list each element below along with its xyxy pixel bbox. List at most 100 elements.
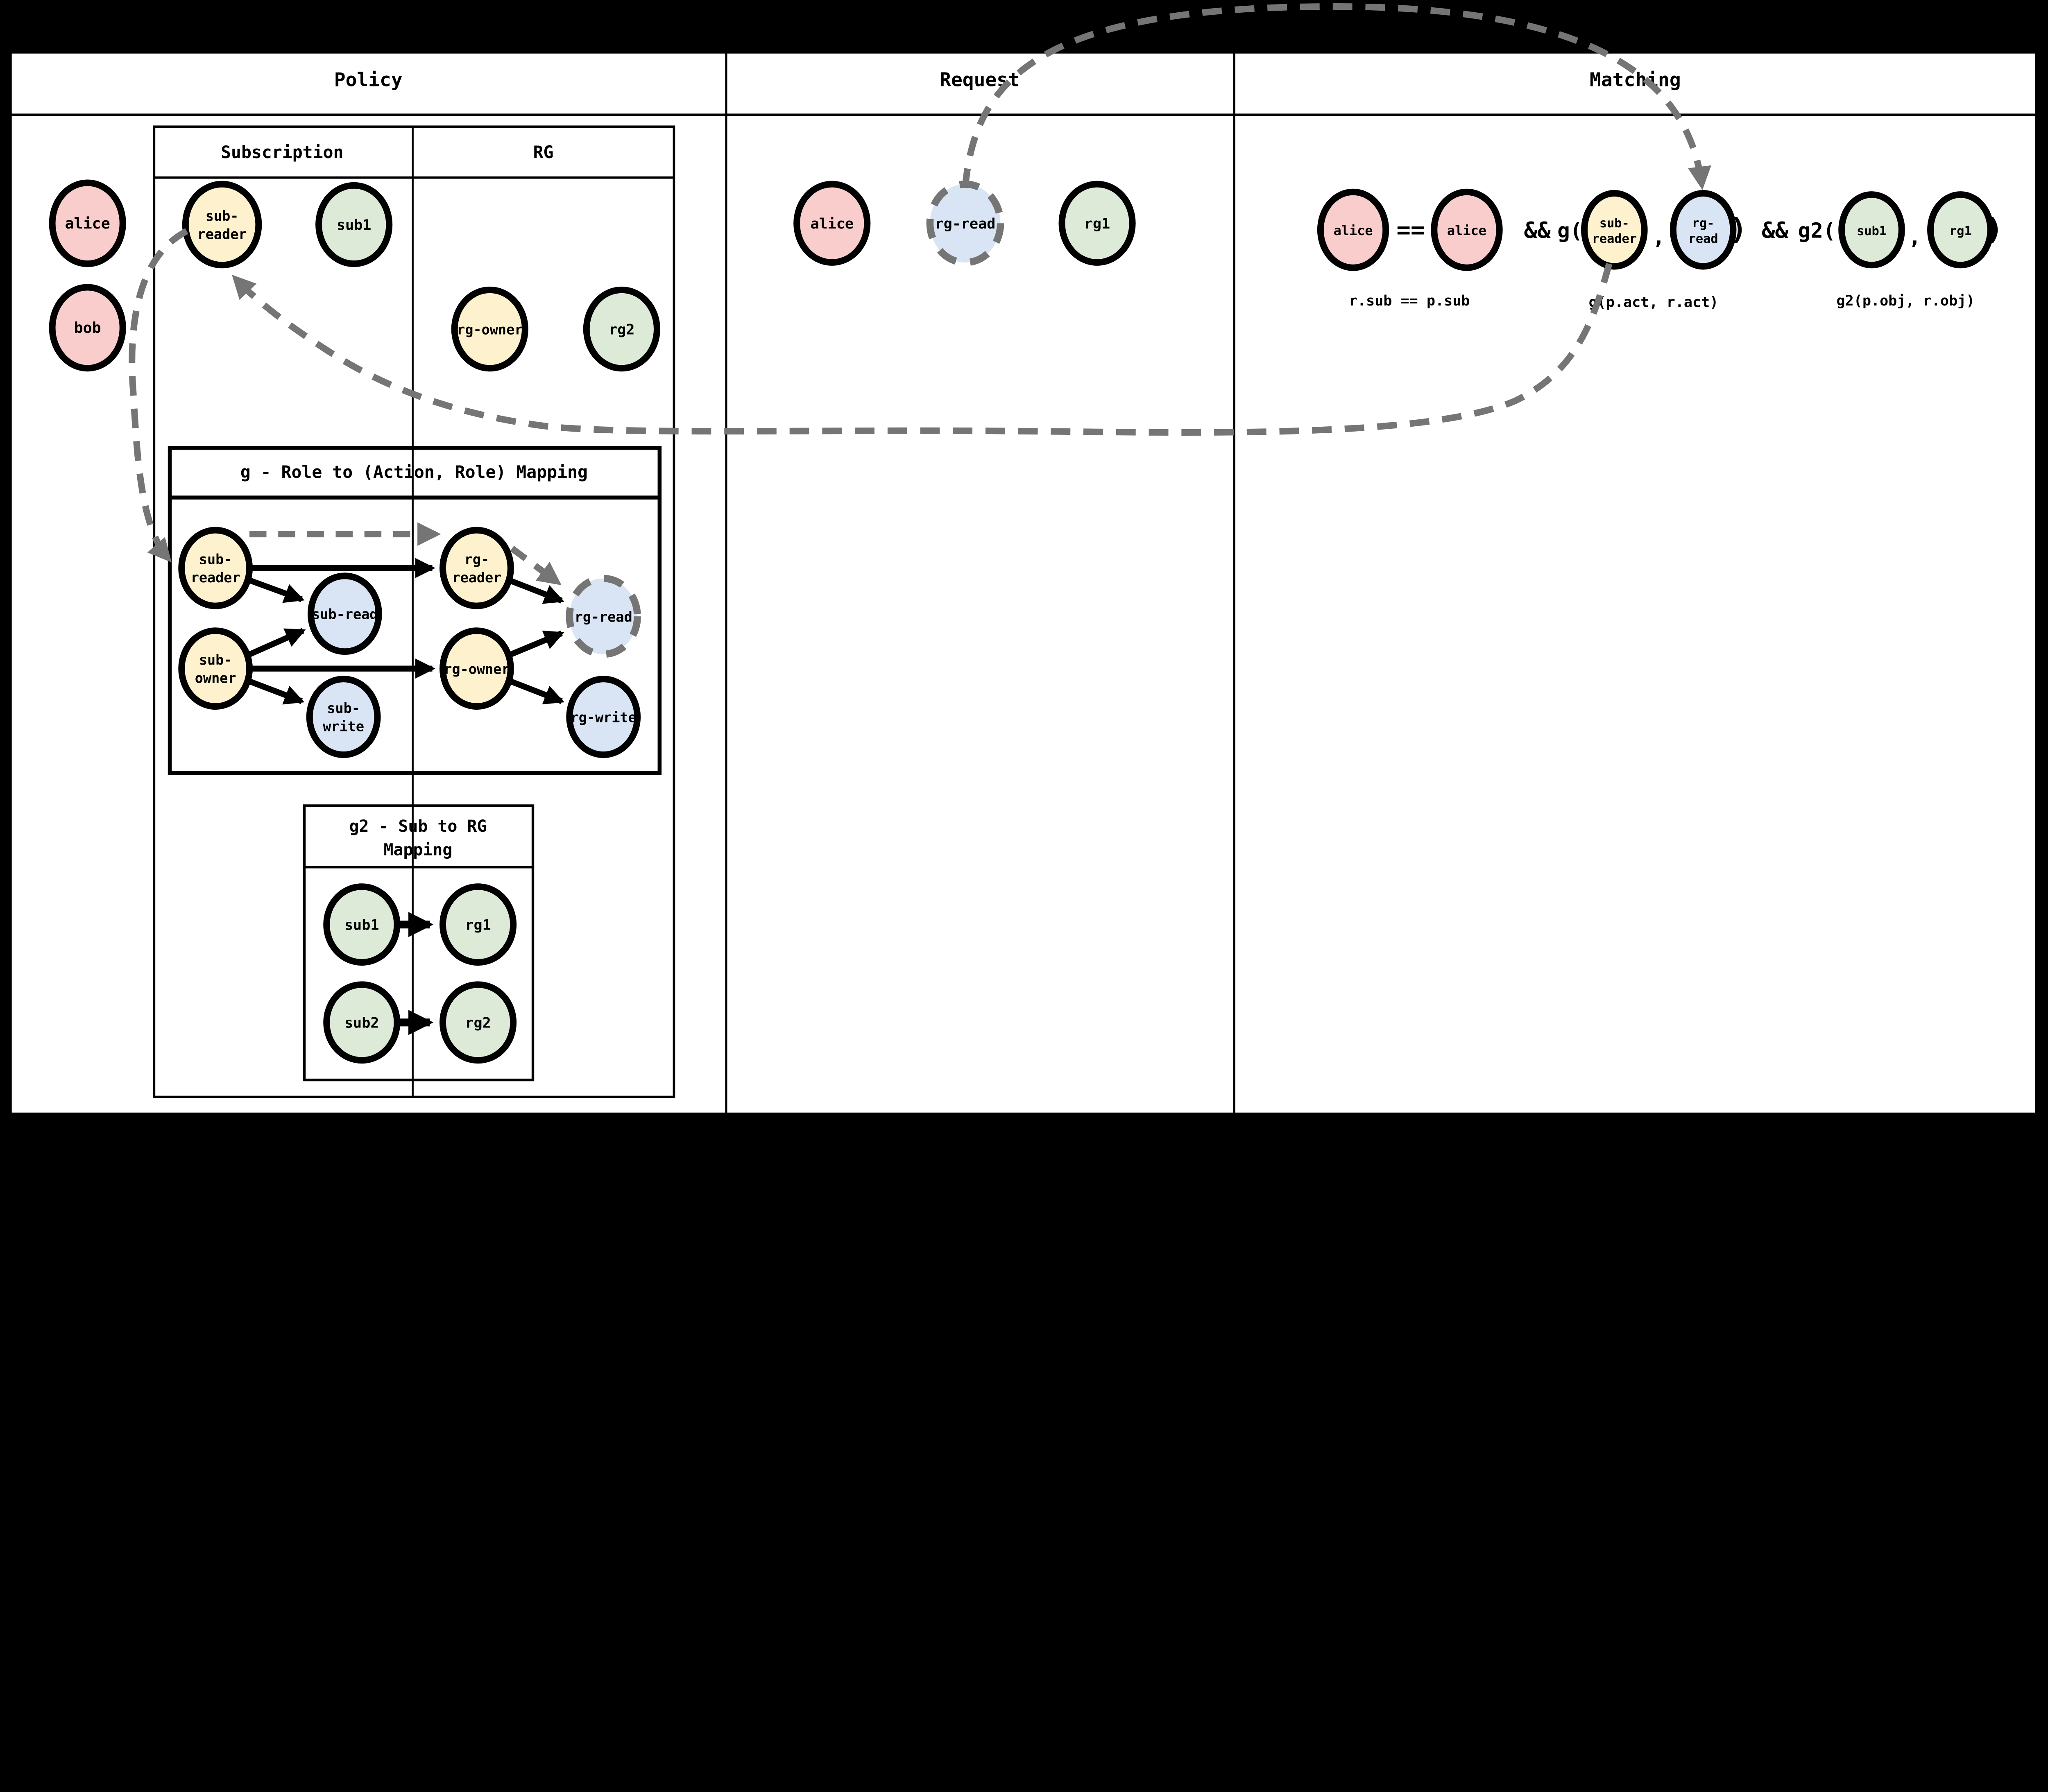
operator-and1: && <box>1524 217 1551 243</box>
g-node-rg-reader: rg- reader <box>440 527 514 609</box>
policy-node-alice: alice <box>49 179 126 267</box>
policy-panel-title: Policy <box>334 68 403 91</box>
matching-alice-p-label: alice <box>1447 223 1486 238</box>
trace-arrow-policy-sub-reader-to-g-sub-reader <box>129 228 188 563</box>
sub1-circle <box>315 182 393 267</box>
arrow-rg-owner-to-rg-read <box>507 630 564 658</box>
g-rg-write-circle <box>566 676 641 758</box>
operator-close1: ) <box>1730 213 1747 246</box>
request-node-alice: alice <box>793 181 871 266</box>
g-sub-owner-circle <box>178 627 253 710</box>
arrow-sub-owner-to-sub-read <box>245 628 306 658</box>
g-box-title: g - Role to (Action, Role) Mapping <box>240 462 588 482</box>
column-header-subscription: Subscription <box>221 143 343 162</box>
g-node-sub-write: sub- write <box>306 676 381 758</box>
policy-node-sub-reader: sub- reader <box>182 181 262 269</box>
g-node-rg-owner: rg-owner <box>440 627 514 710</box>
g-sub-write-circle <box>306 676 381 758</box>
g-sub-write-label-l2: write <box>323 719 364 735</box>
alice-circle <box>49 179 126 267</box>
matching-rg-read-label-l1: rg- <box>1692 216 1715 231</box>
g2-sub2-circle <box>323 981 401 1064</box>
request-rg1-label: rg1 <box>1084 215 1110 232</box>
g-sub-reader-circle <box>178 527 253 609</box>
g-sub-read-circle <box>307 572 382 655</box>
rbac-matching-diagram: Policy Request Matching Subscription RG … <box>10 3 2037 1114</box>
g-sub-read-label: sub-read <box>312 606 378 622</box>
operator-g2-open: g2( <box>1798 219 1836 243</box>
g2-sub1-circle <box>323 883 401 966</box>
g-node-sub-owner: sub- owner <box>178 627 253 710</box>
g2-box-title-l1: g2 - Sub to RG <box>349 817 487 836</box>
operator-comma2: , <box>1908 225 1921 249</box>
g-rg-reader-label-l2: reader <box>452 570 501 586</box>
operator-eq: == <box>1396 216 1425 243</box>
g2-sub2-label: sub2 <box>344 1015 379 1032</box>
request-rg1-circle <box>1058 181 1136 266</box>
g-rg-owner-label: rg-owner <box>444 661 510 677</box>
matching-node-rg-read: rg- read <box>1670 190 1737 270</box>
policy-node-rg2: rg2 <box>583 286 660 372</box>
g-sub-reader-label-l2: reader <box>191 570 240 586</box>
matching-sub1-label: sub1 <box>1857 224 1887 238</box>
g2-rg2-circle <box>440 981 517 1064</box>
matching-sub-reader-circle <box>1581 190 1648 270</box>
g2-rg2-label: rg2 <box>465 1015 491 1032</box>
g-sub-reader-label-l1: sub- <box>199 552 232 568</box>
policy-node-bob: bob <box>49 284 126 372</box>
matching-node-alice-p: alice <box>1431 188 1503 271</box>
diagram-stage: Policy Request Matching Subscription RG … <box>10 3 2037 1114</box>
matching-node-sub1: sub1 <box>1838 191 1905 269</box>
request-rg-read-label: rg-read <box>935 215 996 232</box>
rg2-circle <box>583 286 660 372</box>
matching-sub-reader-label-l1: sub- <box>1599 216 1629 231</box>
matching-expression: alice == alice && g( sub- reader , rg- r… <box>1317 188 2003 310</box>
trace-arrow-rg-reader-to-rg-read <box>510 545 562 586</box>
operator-g-open: g( <box>1557 219 1582 243</box>
g2-node-rg1: rg1 <box>440 883 517 966</box>
bob-label: bob <box>74 319 101 337</box>
operator-close2: ) <box>1986 213 2003 246</box>
g-sub-write-label-l1: sub- <box>327 700 360 716</box>
matching-node-alice-r: alice <box>1317 188 1389 271</box>
matching-alice-r-label: alice <box>1334 223 1373 238</box>
g-rg-owner-circle <box>440 627 514 710</box>
request-alice-label: alice <box>810 215 854 232</box>
policy-node-sub1: sub1 <box>315 182 393 267</box>
trace-arrow-matching-sub-reader-to-policy-sub-reader <box>232 263 1613 436</box>
matching-alice-r-circle <box>1317 188 1389 271</box>
g-node-sub-read: sub-read <box>307 572 382 655</box>
request-alice-circle <box>793 181 871 266</box>
matching-alice-p-circle <box>1431 188 1503 271</box>
alice-label: alice <box>65 215 110 232</box>
trace-arrow-request-rg-read-to-matching-rg-read <box>962 3 1711 190</box>
g-node-rg-read-highlighted: rg-read <box>566 575 641 658</box>
matching-label-obj: g2(p.obj, r.obj) <box>1837 292 1975 309</box>
g-node-sub-reader: sub- reader <box>178 527 253 609</box>
g-node-rg-write: rg-write <box>566 676 641 758</box>
g-rg-reader-label-l1: rg- <box>464 552 489 568</box>
matching-rg1-circle <box>1927 191 1994 269</box>
matching-node-sub-reader: sub- reader <box>1581 190 1648 270</box>
sub-reader-label-l1: sub- <box>206 208 239 224</box>
sub-reader-label-l2: reader <box>197 226 247 242</box>
rg-owner-label: rg-owner <box>457 321 523 337</box>
matching-node-rg1: rg1 <box>1927 191 1994 269</box>
column-header-rg: RG <box>533 143 554 162</box>
matching-label-sub: r.sub == p.sub <box>1349 292 1470 309</box>
g2-rg1-label: rg1 <box>465 916 491 933</box>
sub1-label: sub1 <box>337 217 371 233</box>
matching-panel-title: Matching <box>1590 68 1681 91</box>
g-sub-owner-label-l2: owner <box>195 670 236 686</box>
arrow-sub-owner-to-sub-write <box>246 677 305 705</box>
g2-node-sub1: sub1 <box>323 883 401 966</box>
g-rg-write-label: rg-write <box>571 709 637 725</box>
g-mapping-box: g - Role to (Action, Role) Mapping sub- … <box>168 446 662 775</box>
g2-box-border <box>303 804 535 1082</box>
request-node-rg1: rg1 <box>1058 181 1136 266</box>
arrow-sub-reader-to-sub-read <box>247 577 305 603</box>
rg-owner-circle <box>451 286 528 372</box>
g-rg-read-label: rg-read <box>575 609 632 625</box>
g2-node-rg2: rg2 <box>440 981 517 1064</box>
matching-sub-reader-label-l2: reader <box>1592 232 1637 246</box>
